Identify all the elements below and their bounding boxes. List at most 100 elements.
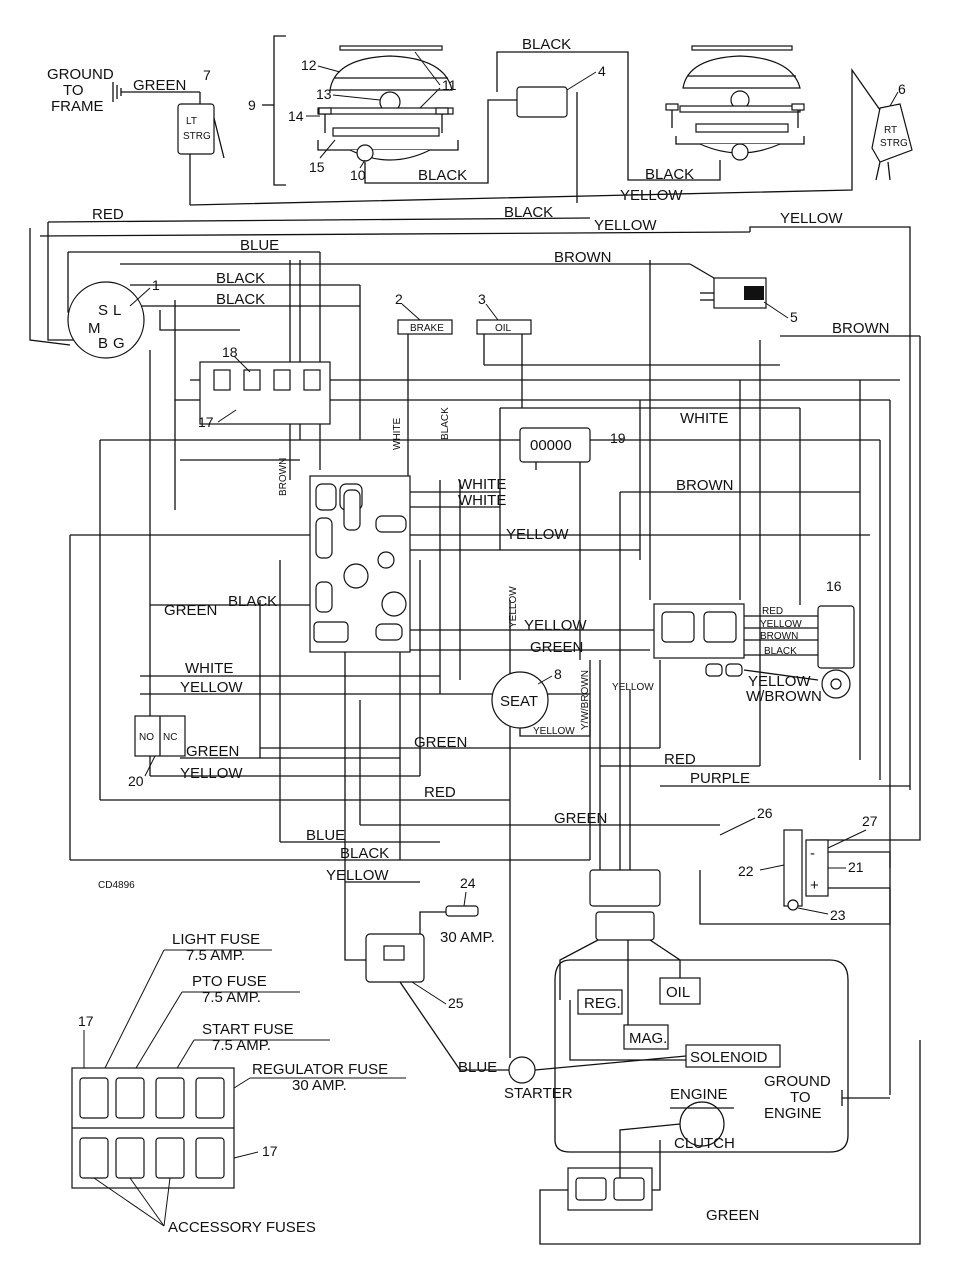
solenoid-label: SOLENOID	[690, 1049, 768, 1066]
callout-14: 14	[288, 108, 304, 124]
wire-label-black-vertical: BLACK	[440, 407, 451, 440]
wire-label-c16-yellow: YELLOW	[760, 619, 802, 630]
lt-strg-label2: STRG	[183, 131, 211, 142]
relay-nc-label: NC	[163, 732, 177, 743]
ign-b-label: B	[98, 335, 108, 352]
lt-strg-label: LT	[186, 116, 197, 127]
wire-label-black-left: BLACK	[228, 593, 277, 610]
plus-label: +	[810, 877, 819, 894]
mag-label: MAG.	[629, 1030, 667, 1047]
wire-label-brown-mid: BROWN	[676, 477, 734, 494]
wire-label-c16-red: RED	[762, 606, 783, 617]
wire-label-yellow-top: YELLOW	[620, 187, 683, 204]
callout-2: 2	[395, 291, 403, 307]
wire-label-black-mid: BLACK	[504, 204, 553, 221]
main-harness-module: BROWN WHITE WHITE	[278, 458, 506, 653]
callout-11: 11	[442, 77, 457, 93]
regulator-battery: - + 26 27 21 22 23	[699, 805, 891, 925]
regulator-fuse-amp: 30 AMP.	[292, 1077, 347, 1094]
callout-16: 16	[826, 578, 842, 594]
oil-switch: OIL 3	[476, 291, 780, 408]
callout-19: 19	[610, 430, 626, 446]
callout-23: 23	[830, 907, 846, 923]
wire-label-black-top: BLACK	[522, 36, 571, 53]
wire-label-green-left: GREEN	[164, 602, 217, 619]
relay-20: NO NC 20	[128, 715, 186, 789]
engine-label: ENGINE	[670, 1086, 728, 1103]
wire-label-yellow-lower: YELLOW	[326, 867, 389, 884]
ign-s-label: S	[98, 302, 108, 319]
pto-fuse-label: PTO FUSE	[192, 973, 267, 990]
callout-26: 26	[757, 805, 773, 821]
callout-20: 20	[128, 773, 144, 789]
brown-switch-5: 5	[700, 277, 798, 325]
wire-label-black-clutch-left: BLACK	[418, 167, 467, 184]
callout-18: 18	[222, 344, 238, 360]
clutch-assembly-right	[665, 45, 805, 161]
wire-label-yellow-seat: YELLOW	[612, 682, 654, 693]
callout-17a: 17	[198, 414, 214, 430]
wire-label-white-b: WHITE	[458, 492, 506, 509]
callout-25: 25	[448, 995, 464, 1011]
light-fuse-amp: 7.5 AMP.	[186, 947, 245, 964]
clutch-label: CLUTCH	[674, 1135, 735, 1152]
callout-9: 9	[248, 97, 256, 113]
wire-label-yellow-left: YELLOW	[180, 679, 243, 696]
ground-engine-label: GROUND	[764, 1073, 831, 1090]
wire-label-white-a: WHITE	[458, 476, 506, 493]
rt-steering-switch: RT STRG 6 YELLOW	[189, 67, 913, 206]
ign-l-label: L	[113, 302, 121, 319]
fuse-block-main: 18 17	[198, 344, 331, 430]
callout-27: 27	[862, 813, 878, 829]
wire-label-red-top: RED	[92, 206, 124, 223]
reference-code: CD4896	[98, 880, 135, 891]
wire-label-yellow-right: YELLOW	[780, 210, 843, 227]
light-fuse-label: LIGHT FUSE	[172, 931, 260, 948]
callout-12: 12	[301, 57, 317, 73]
callout-17b: 17	[78, 1013, 94, 1029]
ground-to-frame: GROUND TO FRAME GREEN	[47, 66, 200, 115]
wire-label-yw-brown: Y/W/BROWN	[580, 670, 591, 730]
wire-label-c16-w-brown: W/BROWN	[746, 688, 822, 705]
fuse-30amp-label: 30 AMP.	[440, 929, 495, 946]
lt-steering-switch: LT STRG 7	[177, 67, 225, 205]
ignition-switch: S L M B G 1	[67, 277, 160, 359]
oil-switch-label: OIL	[495, 323, 512, 334]
wire-label-red-lower: RED	[424, 784, 456, 801]
wire-label-blue-top: BLUE	[240, 237, 279, 254]
to-label: TO	[63, 82, 84, 99]
relay-no-label: NO	[139, 732, 154, 743]
ign-g-label: G	[113, 335, 125, 352]
wire-label-brown-right: BROWN	[832, 320, 890, 337]
wire-label-yellow-seat-lower: YELLOW	[533, 726, 575, 737]
wire-label-green-lower: GREEN	[414, 734, 467, 751]
callout-1: 1	[152, 277, 160, 293]
start-relay-25: 25	[344, 882, 510, 1071]
fuse-30amp: 24 30 AMP.	[440, 875, 495, 946]
fuse-legend: LIGHT FUSE 7.5 AMP. PTO FUSE 7.5 AMP. ST…	[71, 931, 406, 1236]
wire-label-white-left: WHITE	[185, 660, 233, 677]
brake-label: BRAKE	[410, 323, 444, 334]
wire-label-white-right: WHITE	[680, 410, 728, 427]
hour-meter: 00000 19	[519, 427, 626, 470]
wire-label-black-sw2: BLACK	[216, 291, 265, 308]
callout-8: 8	[554, 666, 562, 682]
hour-meter-label: 00000	[530, 437, 572, 454]
wire-label-white-vertical: WHITE	[392, 417, 403, 450]
start-fuse-amp: 7.5 AMP.	[212, 1037, 271, 1054]
wire-label-red-lower-right: RED	[664, 751, 696, 768]
harness-wires: BLACK RED YELLOW YELLOW BLUE BROWN BLACK…	[29, 204, 921, 1095]
engine-region: REG. OIL MAG. SOLENOID STARTER BLUE ENGI…	[458, 860, 921, 1245]
seat-switch: SEAT 8 YELLOW Y/W/BROWN YELLOW	[491, 666, 654, 737]
wire-label-purple: PURPLE	[690, 770, 750, 787]
fuse-row-lower	[79, 1137, 225, 1179]
wire-label-green-left2: GREEN	[186, 743, 239, 760]
starter-label: STARTER	[504, 1085, 573, 1102]
callout-5: 5	[790, 309, 798, 325]
clutch-assembly-left: 9 12 11 13 14 15 10	[248, 35, 459, 186]
wire-label-yellow-center2: YELLOW	[524, 617, 587, 634]
wire-label-green: GREEN	[133, 77, 186, 94]
callout-17c: 17	[262, 1143, 278, 1159]
wire-label-yellow-vertical: YELLOW	[508, 586, 519, 628]
